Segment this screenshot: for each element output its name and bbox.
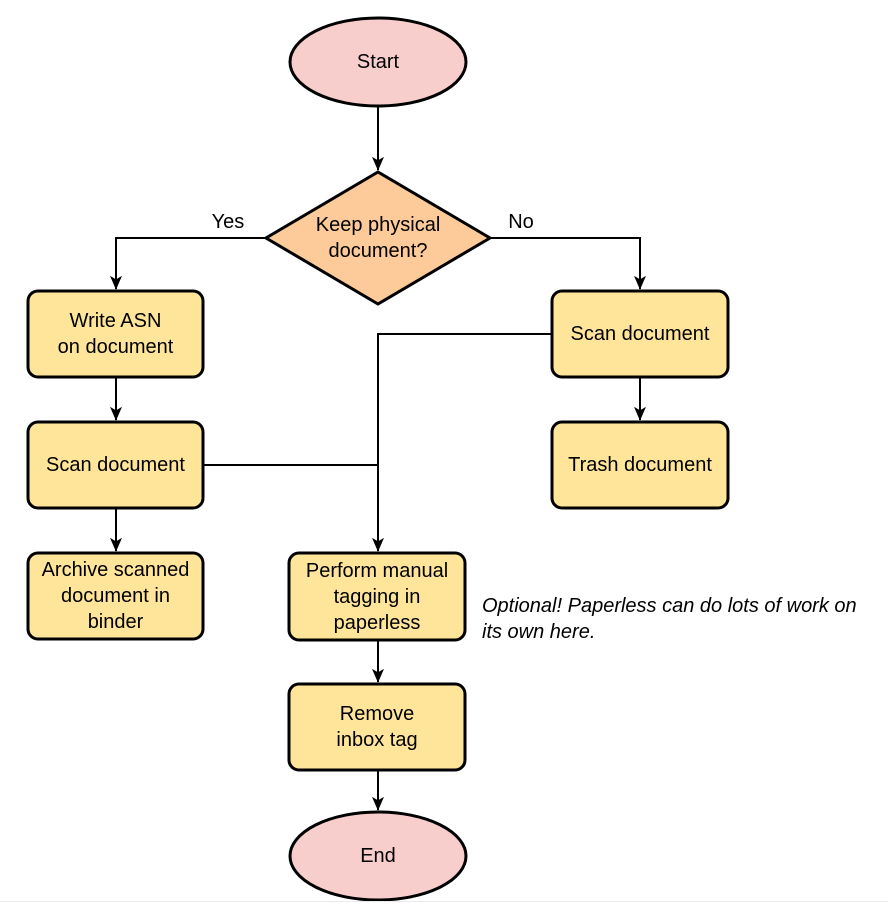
trash-node-shape (550, 420, 730, 510)
archive-node-shape (26, 551, 205, 641)
edge-decision-to-scan-right (490, 237, 646, 290)
end-node-shape (288, 810, 468, 902)
edge-scan-right-to-tagging (372, 333, 552, 552)
edge-decision-to-write-asn (110, 237, 266, 290)
decision-node-shape (263, 170, 493, 306)
start-node-shape (288, 16, 468, 108)
scan-left-node-shape (26, 420, 205, 510)
bottom-border-line (0, 901, 888, 902)
scan-right-node-shape (550, 289, 730, 379)
write-asn-node-shape (26, 289, 205, 379)
tagging-node-shape (287, 551, 467, 642)
remove-inbox-node-shape (287, 682, 467, 772)
